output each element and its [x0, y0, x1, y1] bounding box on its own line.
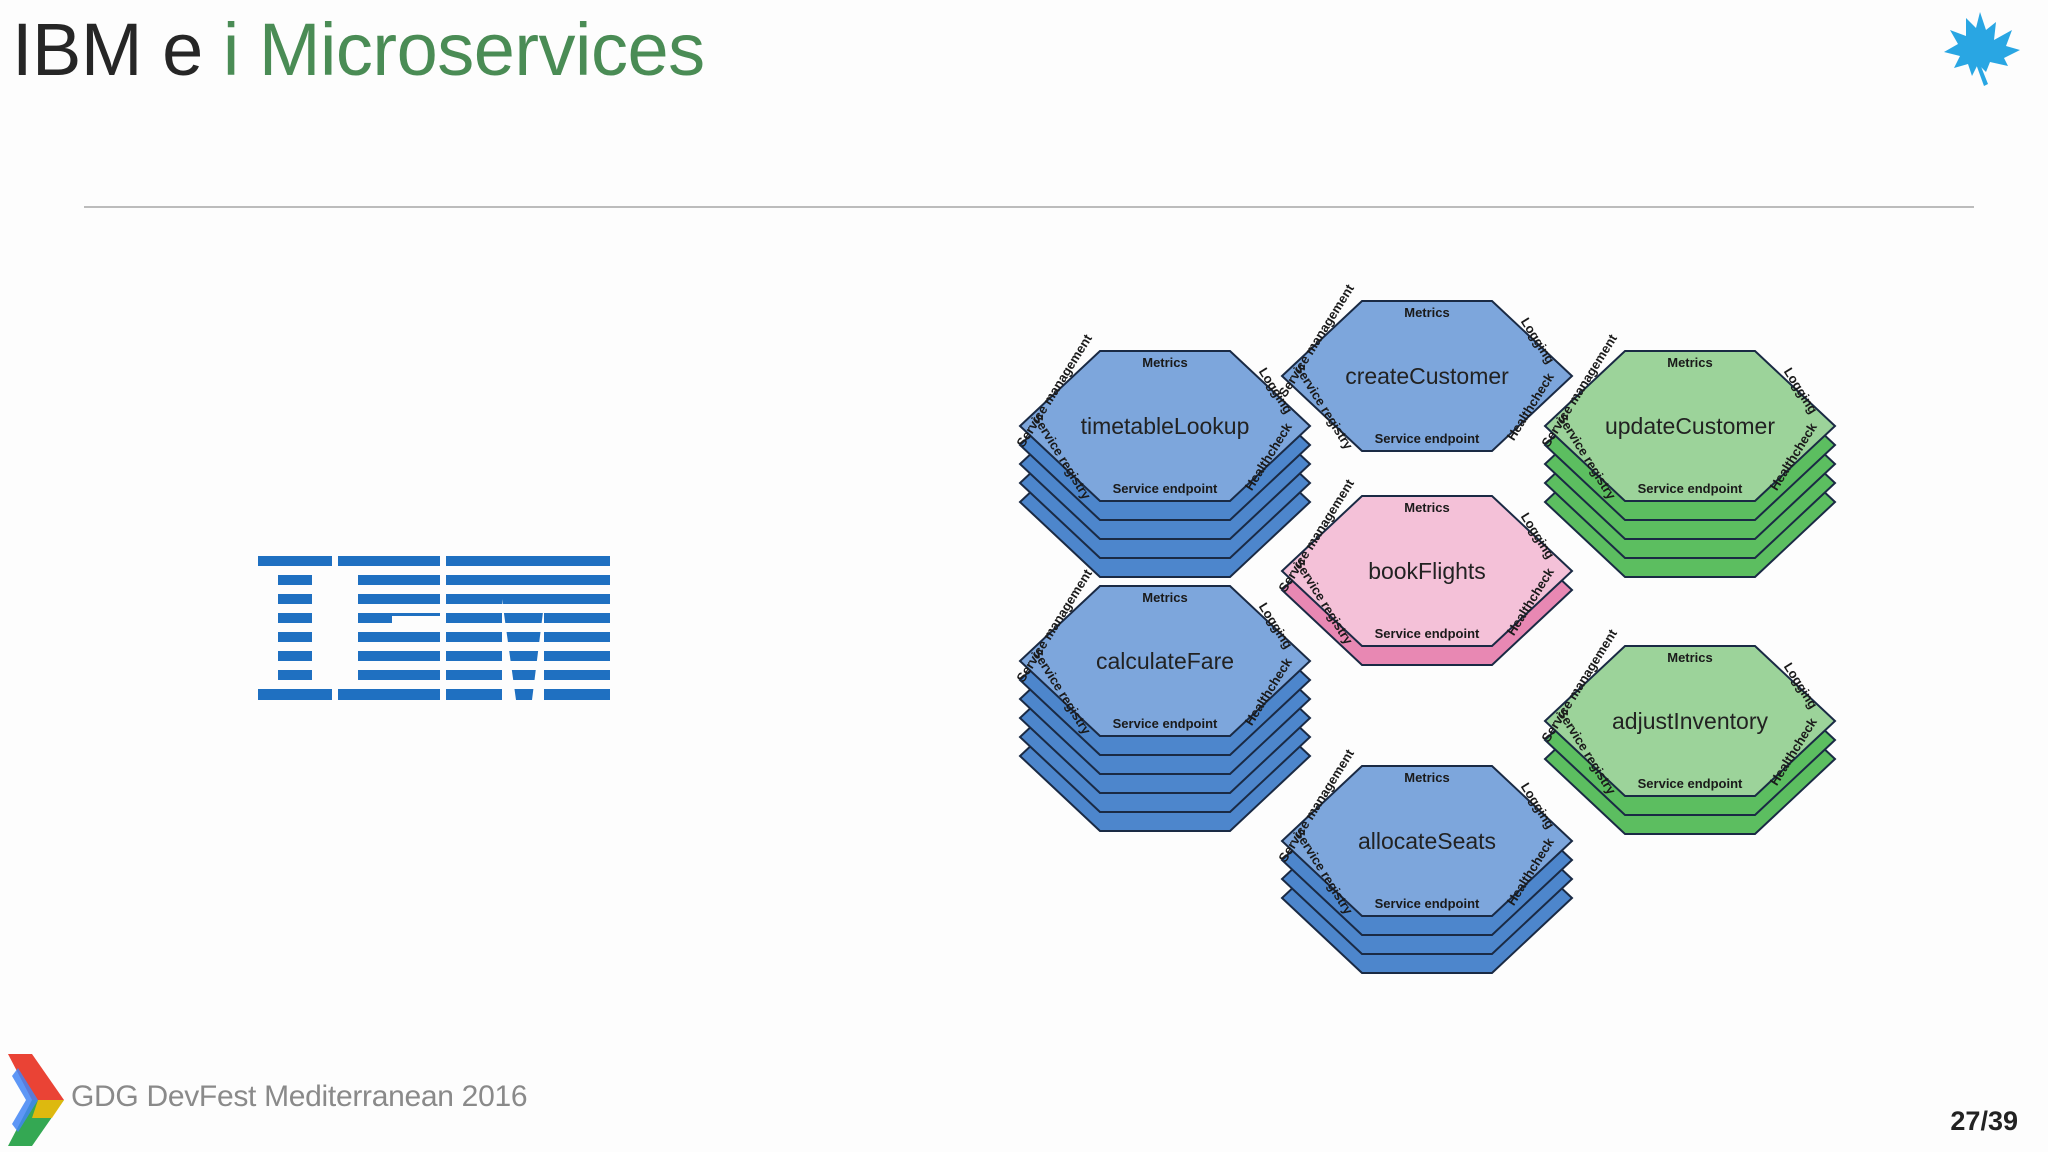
page-current: 27: [1950, 1106, 1981, 1136]
service-name: calculateFare: [1096, 648, 1234, 674]
label-metrics: Metrics: [1667, 650, 1713, 665]
hex-bookFlights: [1280, 495, 1574, 647]
footer-event-name: GDG DevFest Mediterranean 2016: [71, 1080, 528, 1113]
hex-updateCustomer: [1543, 350, 1837, 502]
service-name: adjustInventory: [1612, 708, 1768, 734]
label-service-endpoint: Service endpoint: [1113, 481, 1218, 496]
hex-calculateFare: [1018, 585, 1312, 737]
ibm-logo: [258, 556, 610, 700]
label-metrics: Metrics: [1404, 305, 1450, 320]
label-metrics: Metrics: [1142, 355, 1188, 370]
slide-title: IBM e i Microservices: [12, 6, 705, 94]
label-metrics: Metrics: [1404, 500, 1450, 515]
gdg-chevron-logo: [8, 1054, 64, 1146]
label-service-endpoint: Service endpoint: [1638, 481, 1743, 496]
page-separator: /: [1980, 1106, 1988, 1136]
service-name: allocateSeats: [1358, 828, 1496, 854]
service-name: updateCustomer: [1605, 413, 1775, 439]
hex-timetableLookup: [1018, 350, 1312, 502]
service-name: timetableLookup: [1081, 413, 1250, 439]
hex-adjustInventory: [1543, 645, 1837, 797]
label-service-endpoint: Service endpoint: [1375, 896, 1480, 911]
slide-title-accent: i Microservices: [222, 8, 705, 91]
service-name: bookFlights: [1368, 558, 1486, 584]
page-number: 27/39: [1950, 1106, 2018, 1137]
label-metrics: Metrics: [1142, 590, 1188, 605]
label-service-endpoint: Service endpoint: [1113, 716, 1218, 731]
slide-title-main: IBM e: [12, 8, 203, 91]
hex-createCustomer: [1280, 300, 1574, 452]
maple-leaf-icon: [1944, 12, 2020, 86]
label-service-endpoint: Service endpoint: [1638, 776, 1743, 791]
title-divider: [84, 206, 1974, 208]
label-service-endpoint: Service endpoint: [1375, 431, 1480, 446]
page-total: 39: [1987, 1106, 2018, 1136]
hex-allocateSeats: [1280, 765, 1574, 917]
label-metrics: Metrics: [1667, 355, 1713, 370]
label-service-endpoint: Service endpoint: [1375, 626, 1480, 641]
label-metrics: Metrics: [1404, 770, 1450, 785]
service-name: createCustomer: [1345, 363, 1509, 389]
